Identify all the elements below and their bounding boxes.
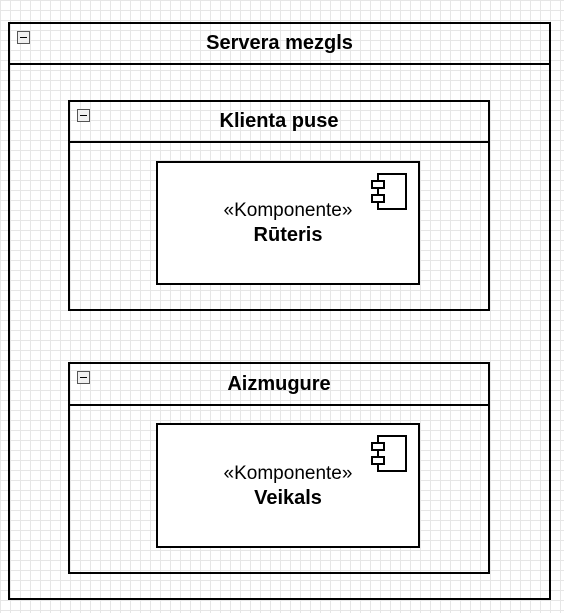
collapse-icon[interactable] xyxy=(77,109,90,122)
server-node-header: Servera mezgls xyxy=(10,24,549,65)
client-side-title: Klienta puse xyxy=(219,110,339,132)
store-name: Veikals xyxy=(254,486,322,509)
server-node[interactable]: Servera mezgls xyxy=(8,22,551,600)
router-stereotype: «Komponente» xyxy=(223,200,353,221)
router-name: Rūteris xyxy=(253,224,323,246)
collapse-icon[interactable] xyxy=(77,371,90,384)
server-node-title: Servera mezgls xyxy=(206,32,353,54)
backend-title: Aizmugure xyxy=(227,372,331,395)
client-side-package[interactable]: Klienta puse xyxy=(68,100,490,311)
collapse-icon[interactable] xyxy=(17,31,30,44)
backend-header: Aizmugure xyxy=(70,364,488,406)
backend-package[interactable]: Aizmugure xyxy=(68,362,490,574)
store-stereotype: «Komponente» xyxy=(223,462,353,484)
component-icon xyxy=(371,173,407,210)
router-component[interactable]: «Komponente» Rūteris xyxy=(156,161,420,285)
component-icon xyxy=(371,435,407,472)
store-component[interactable]: «Komponente» Veikals xyxy=(156,423,420,548)
client-side-header: Klienta puse xyxy=(70,102,488,143)
